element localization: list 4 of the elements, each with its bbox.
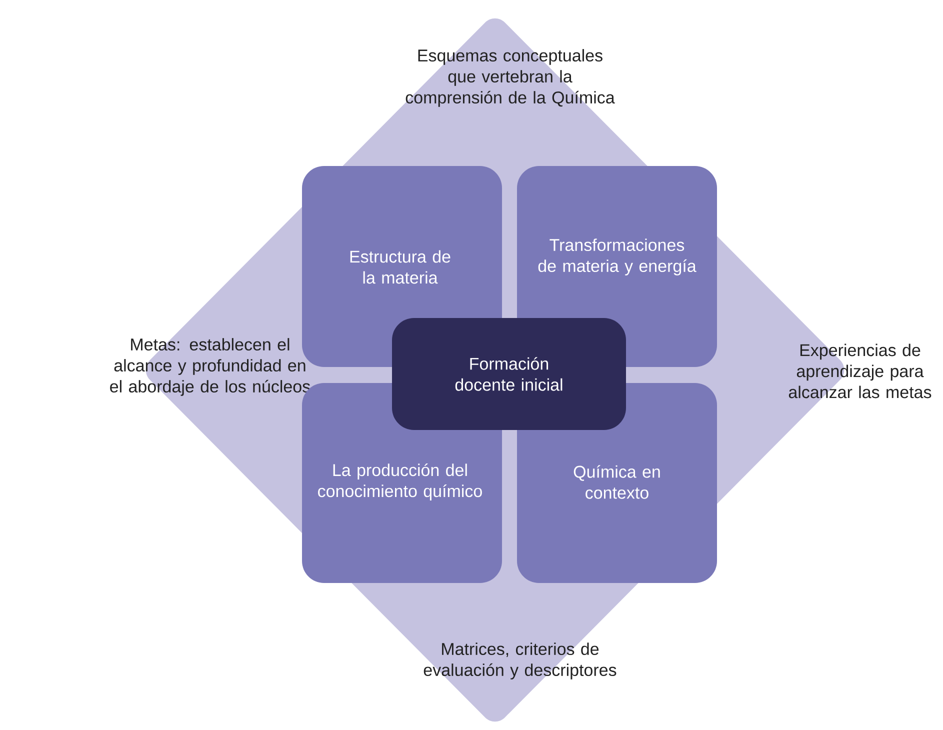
center-box: Formación docente inicial xyxy=(392,318,626,430)
corner-text: Experiencias de aprendizaje para alcanzar las metas xyxy=(788,344,932,398)
corner-text: Esquemas conceptuales que vertebran la comprensión de la Química xyxy=(406,49,615,107)
corner-text: Matrices, criterios de evaluación y descriptores xyxy=(424,642,616,680)
